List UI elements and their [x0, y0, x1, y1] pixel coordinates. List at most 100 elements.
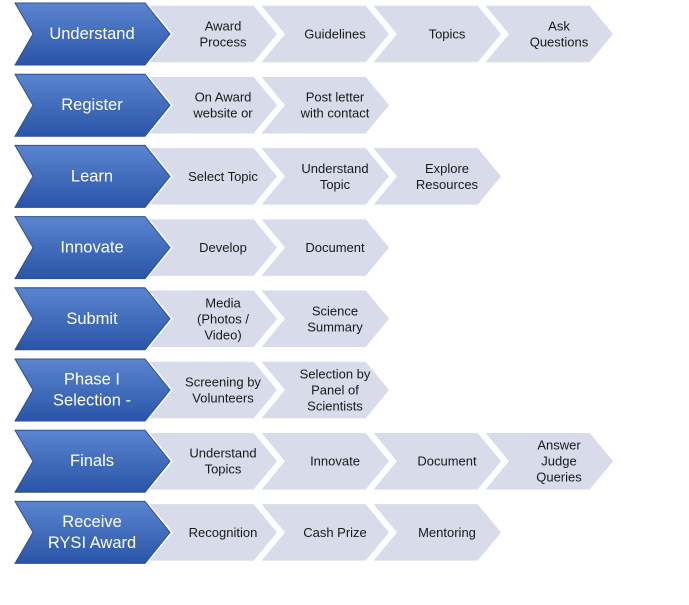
stage-label: Receive: [62, 513, 122, 531]
step-label: Scientists: [307, 399, 363, 414]
step-label: Topic: [320, 177, 351, 192]
stage-chevron: Phase I Selection -: [14, 358, 171, 422]
stage-chevron: Finals: [14, 429, 171, 493]
step-chevron-shape: [258, 502, 391, 563]
step-chevron: Select Topic: [146, 146, 279, 207]
stage-row: Document Develop Innovate: [14, 216, 391, 280]
step-chevron-shape: [258, 146, 391, 207]
step-chevron-shape: [258, 360, 391, 420]
step-chevron-shape: [146, 146, 279, 207]
step-chevron: Media(Photos /Video): [146, 289, 279, 349]
step-chevron-shape: [146, 431, 279, 491]
stage-label: Phase I: [64, 371, 120, 389]
step-label: (Photos /: [197, 311, 249, 326]
stage-chevron: Learn: [14, 144, 171, 208]
stage-label: Submit: [66, 310, 118, 328]
step-chevron: Document: [370, 431, 503, 491]
step-chevron-shape: [146, 289, 279, 349]
step-label: Understand: [301, 161, 368, 176]
stage-chevron: Submit: [14, 287, 171, 351]
step-label: Topics: [429, 27, 466, 42]
step-label: Post letter: [306, 90, 365, 105]
step-chevron-shape: [370, 4, 503, 64]
step-chevron: Topics: [370, 4, 503, 64]
step-chevron-shape: [258, 217, 391, 278]
step-chevron-shape: [146, 75, 279, 135]
step-chevron-shape: [146, 502, 279, 563]
step-label: Summary: [307, 319, 363, 334]
stage-chevron: Understand: [14, 2, 171, 66]
step-label: Process: [200, 35, 247, 50]
step-label: On Award: [195, 90, 252, 105]
step-chevron: Document: [258, 217, 391, 278]
stage-chevron: Innovate: [14, 216, 171, 280]
step-chevron: Innovate: [258, 431, 391, 491]
step-chevron-shape: [370, 502, 503, 563]
step-chevron-shape: [482, 4, 615, 64]
step-label: Innovate: [310, 454, 360, 469]
step-label: Develop: [199, 240, 247, 255]
stage-label: Understand: [49, 25, 134, 43]
stage-label: Finals: [70, 452, 114, 470]
stage-label: Register: [61, 96, 123, 114]
stage-chevron-shape: [14, 429, 171, 493]
step-chevron-shape: [258, 75, 391, 135]
step-label: Mentoring: [418, 525, 476, 540]
step-label: Cash Prize: [303, 525, 367, 540]
step-chevron-shape: [258, 431, 391, 491]
step-label: Guidelines: [304, 27, 366, 42]
step-label: Answer: [537, 438, 581, 453]
step-chevron-shape: [370, 431, 503, 491]
stage-chevron-shape: [14, 287, 171, 351]
stage-chevron-shape: [14, 144, 171, 208]
step-label: Questions: [530, 35, 589, 50]
step-label: Ask: [548, 19, 570, 34]
stage-label: RYSI Award: [48, 534, 136, 552]
step-label: Resources: [416, 177, 479, 192]
step-chevron-shape: [146, 4, 279, 64]
step-chevron: Mentoring: [370, 502, 503, 563]
step-label: Video): [204, 327, 241, 342]
step-chevron: Guidelines: [258, 4, 391, 64]
step-label: Screening by: [185, 375, 261, 390]
step-label: with contact: [300, 106, 370, 121]
stage-chevron-shape: [14, 73, 171, 137]
step-chevron-shape: [370, 146, 503, 207]
step-chevron-shape: [146, 360, 279, 420]
stage-chevron-shape: [14, 216, 171, 280]
step-chevron: Cash Prize: [258, 502, 391, 563]
stage-chevron-shape: [14, 500, 171, 564]
step-chevron-shape: [258, 4, 391, 64]
step-label: Science: [312, 303, 358, 318]
step-label: Queries: [536, 470, 582, 485]
stage-label: Selection -: [53, 392, 131, 410]
step-label: Explore: [425, 161, 469, 176]
step-label: Select Topic: [188, 169, 258, 184]
step-chevron: Develop: [146, 217, 279, 278]
step-label: Selection by: [300, 367, 371, 382]
stage-chevron-shape: [14, 2, 171, 66]
step-label: Document: [417, 454, 477, 469]
stage-label: Innovate: [60, 239, 123, 257]
step-label: Award: [205, 19, 242, 34]
stage-chevron: Register: [14, 73, 171, 137]
step-chevron-shape: [146, 217, 279, 278]
